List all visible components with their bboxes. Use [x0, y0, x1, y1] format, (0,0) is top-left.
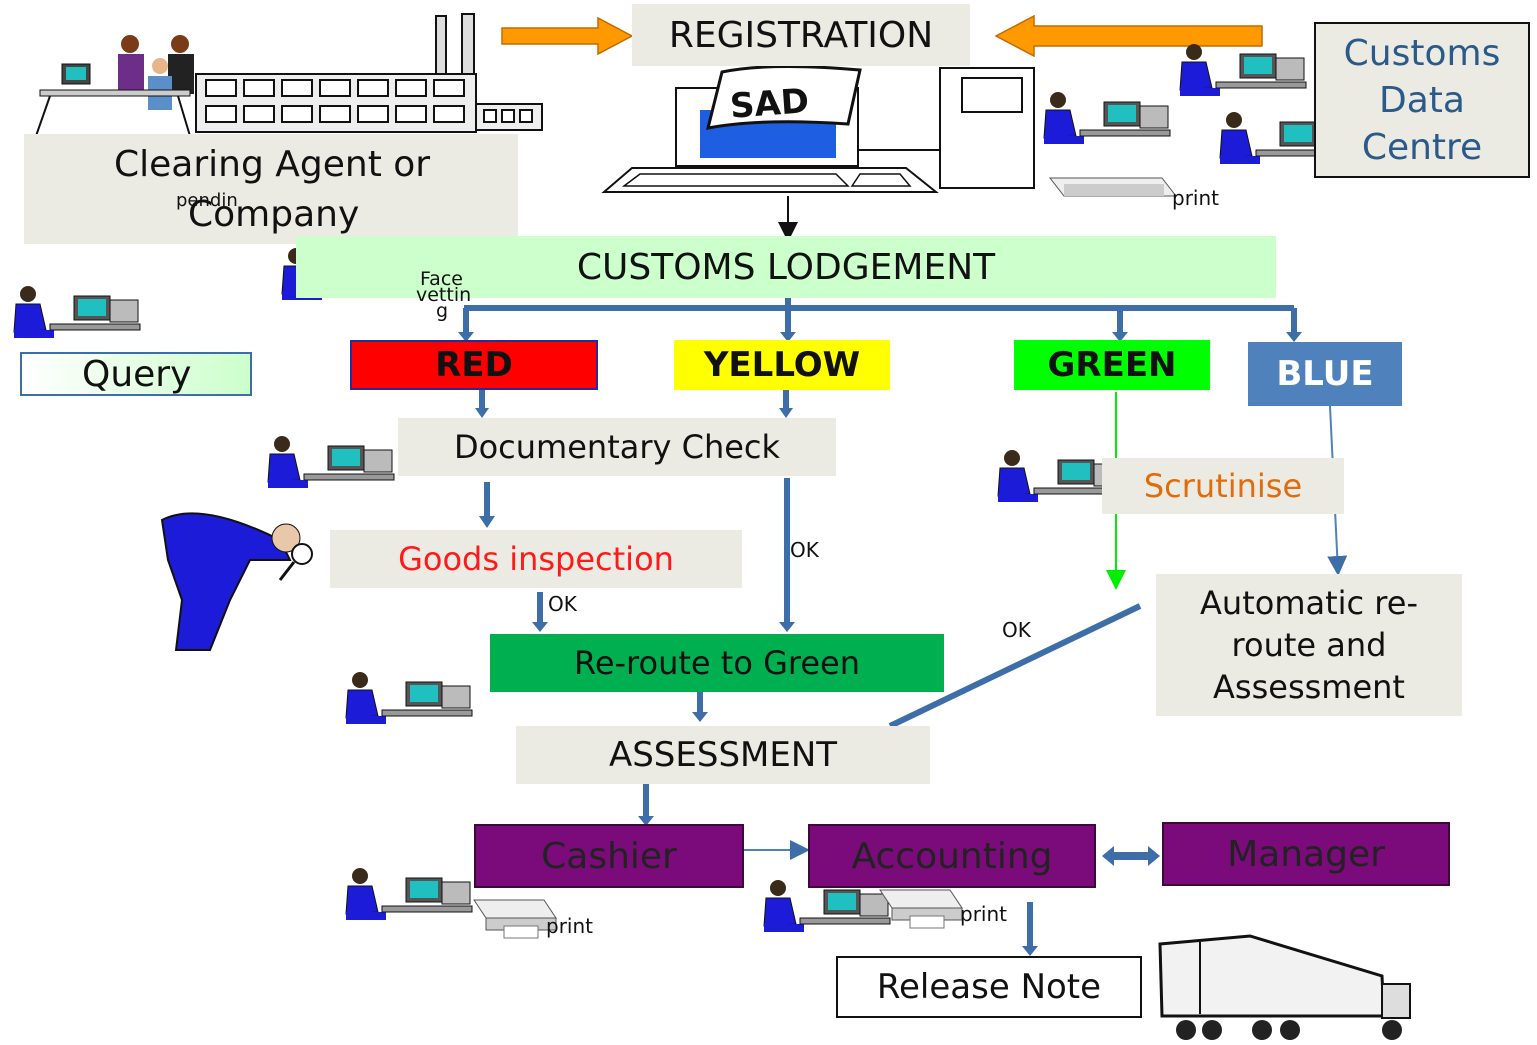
lane-yellow: YELLOW [674, 340, 890, 390]
lane-blue-label: BLUE [1276, 354, 1374, 394]
release-note-box: Release Note [836, 956, 1142, 1018]
arrow-datacentre-to-registration [994, 14, 1263, 58]
cashier-box: Cashier [474, 824, 744, 888]
lane-yellow-label: YELLOW [703, 345, 861, 385]
release-note-label: Release Note [876, 967, 1102, 1007]
company-label: Company [188, 194, 360, 235]
factory-illustration [35, 13, 543, 137]
face-vetting-line-1: Face [420, 268, 463, 290]
goods-inspection-box: Goods inspection [330, 530, 742, 588]
printer-icon [473, 899, 557, 939]
auto-reroute-line-1: Automatic re- [1200, 584, 1418, 622]
lane-distribution-arrows [463, 296, 1297, 334]
printer-icon [879, 889, 963, 929]
data-centre-line-1: Customs [1343, 32, 1501, 74]
lane-blue: BLUE [1248, 342, 1402, 406]
print-label-3: print [960, 902, 1007, 926]
operator-computer-icon [1179, 44, 1307, 96]
scrutinise-box: Scrutinise [1102, 458, 1344, 514]
reroute-green-box: Re-route to Green [490, 634, 944, 692]
arrow-agent-to-registration [501, 16, 634, 56]
lane-red: RED [350, 340, 598, 390]
clearing-agent-label: Clearing Agent or [114, 144, 431, 185]
printer-icon [1048, 177, 1178, 197]
data-centre-line-3: Centre [1361, 126, 1483, 168]
data-centre-line-2: Data [1379, 79, 1465, 121]
lane-green-label: GREEN [1047, 345, 1177, 385]
goods-inspection-label: Goods inspection [398, 540, 674, 578]
customs-lodgement-box: CUSTOMS LODGEMENT [296, 236, 1276, 298]
operator-computer-icon [345, 868, 473, 920]
ok-label-1: OK [790, 538, 819, 562]
automatic-reroute-box: Automatic re- route and Assessment [1156, 574, 1462, 716]
accounting-box: Accounting [808, 824, 1096, 888]
face-vetting-line-2: vettin [416, 284, 472, 306]
operator-computer-icon [345, 672, 473, 724]
accounting-manager-double-arrow [1102, 846, 1160, 866]
clearing-agent-box [24, 134, 518, 244]
manager-label: Manager [1227, 833, 1385, 875]
lane-green: GREEN [1014, 340, 1210, 390]
operator-computer-icon [13, 286, 141, 338]
lodgement-label: CUSTOMS LODGEMENT [576, 246, 996, 288]
scrutinise-label: Scrutinise [1143, 467, 1303, 505]
inspector-illustration [160, 512, 313, 651]
truck-illustration [1158, 934, 1411, 1040]
registration-label: REGISTRATION [668, 14, 934, 56]
registration-box: REGISTRATION [632, 4, 970, 66]
lane-red-label: RED [435, 345, 513, 385]
assessment-label: ASSESSMENT [608, 735, 838, 775]
assessment-box: ASSESSMENT [516, 726, 930, 784]
query-label: Query [82, 353, 192, 395]
query-box[interactable]: Query [20, 352, 252, 396]
operator-computer-icon [267, 436, 395, 488]
operator-computer-icon [763, 880, 891, 932]
face-vetting-line-3: g [436, 300, 449, 322]
pending-label: pendin [176, 190, 238, 211]
accounting-label: Accounting [851, 835, 1053, 877]
cashier-label: Cashier [541, 835, 677, 877]
ok-label-2: OK [548, 592, 577, 616]
print-label-1: print [1172, 186, 1219, 210]
manager-box: Manager [1162, 822, 1450, 886]
sad-computer-illustration [601, 64, 1035, 193]
print-label-2: print [546, 914, 593, 938]
reroute-green-label: Re-route to Green [574, 644, 860, 682]
ok-label-3: OK [1002, 618, 1031, 642]
sad-label: SAD [728, 81, 811, 127]
auto-reroute-line-2: route and [1231, 626, 1387, 664]
operator-computer-icon [1043, 92, 1171, 144]
auto-reroute-line-3: Assessment [1213, 668, 1405, 706]
documentary-check-box: Documentary Check [398, 418, 836, 476]
documentary-check-label: Documentary Check [453, 428, 781, 466]
customs-data-centre-box: Customs Data Centre [1314, 22, 1530, 178]
